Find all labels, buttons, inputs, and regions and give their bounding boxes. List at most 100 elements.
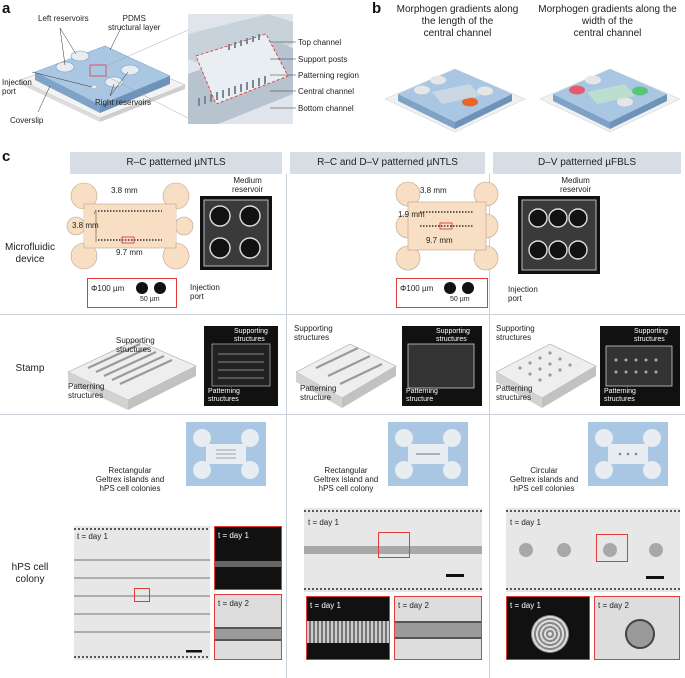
column-separator-1 (286, 174, 287, 678)
gradient-width-illustration (539, 68, 681, 133)
pillar-gap: 50 µm (140, 296, 160, 303)
pillar-gap-c2: 50 µm (450, 296, 470, 303)
column-separator-2 (489, 174, 490, 678)
pillar-diameter-c2: Φ100 µm (400, 284, 434, 293)
panel-b-length-title: Morphogen gradients along the length of … (396, 4, 519, 39)
zoom-leader-lines (270, 41, 296, 109)
label-coverslip: Coverslip (10, 116, 44, 125)
gradient-length-illustration (384, 68, 526, 133)
pillar-spec-box-rc (87, 278, 177, 308)
stamp-illustration-rc-dv (295, 343, 397, 408)
device-3d-illustration (19, 25, 189, 122)
stamp-photo-dv-block (605, 345, 673, 387)
panel-label-b: b (372, 0, 382, 17)
row-separator-1 (0, 314, 685, 315)
zoom-box-rc-dv (378, 532, 410, 558)
pillar-dots (136, 282, 166, 294)
colony-schematic-rc-dv-shape (395, 429, 461, 479)
stamp-photo-rc-dv: Supporting structures Patterning structu… (402, 326, 482, 406)
stamp-label-supporting-rc: Supporting structures (116, 336, 155, 354)
colony-schematic-rc-dv (388, 422, 468, 486)
row-label-device: Microfluidic device (4, 242, 55, 265)
label-bottom-channel: Bottom channel (298, 104, 354, 113)
stamp-label-supporting-dv: Supporting structures (496, 324, 535, 342)
zoom-dv-day2-colony (625, 619, 655, 649)
dim-3-8mm-c2: 3.8 mm (420, 186, 447, 195)
device-photo-rc (200, 196, 272, 270)
panel-label-c: c (2, 148, 11, 165)
zoom-rc-day1-time: t = day 1 (218, 531, 249, 540)
label-top-channel: Top channel (298, 38, 342, 47)
label-support-posts: Support posts (298, 55, 348, 64)
label-injection-port-rc: Injection port (190, 283, 220, 301)
device-photo-dv-reservoirs (521, 199, 597, 271)
stamp-photo-label-patterning-dv: Patterning structures (604, 388, 636, 403)
zoom-dv-day1-time: t = day 1 (510, 601, 541, 610)
channel-zoom-illustration (188, 14, 293, 124)
panel-label-a: a (2, 0, 11, 17)
zoom-rc-day2-stripe (215, 627, 281, 641)
stamp-label-patterning-rc-dv: Patterning structure (300, 384, 337, 402)
micrograph-rc-dv-stripe (304, 510, 482, 590)
micrograph-dv-colonies (506, 510, 680, 590)
row-label-colony: hPS cell colony (11, 562, 49, 585)
zoom-rc-day1: t = day 1 (214, 526, 282, 590)
zoom-rc-dv-day2: t = day 2 (394, 596, 482, 660)
zoom-box-rc (134, 588, 150, 602)
label-patterning-region: Patterning region (298, 71, 359, 80)
colony-desc-dv: Circular Geltrex islands and hPS cell co… (509, 466, 579, 493)
label-pdms-layer: PDMS structural layer (108, 14, 161, 32)
label-injection-port: Injection port (2, 78, 32, 96)
zoom-rc-dv-day2-time: t = day 2 (398, 601, 429, 610)
colony-desc-rc: Rectangular Geltrex islands and hPS cell… (95, 466, 165, 493)
zoom-dv-day2-time: t = day 2 (598, 601, 629, 610)
micrograph-dv-time: t = day 1 (510, 518, 541, 527)
micrograph-rc-stripes (74, 528, 210, 658)
stamp-photo-rc: Supporting structures Patterning structu… (204, 326, 278, 406)
colony-schematic-dv (588, 422, 668, 486)
zoom-dv-day2: t = day 2 (594, 596, 680, 660)
label-left-reservoirs: Left reservoirs (38, 14, 89, 23)
stamp-label-supporting-rc-dv: Supporting structures (294, 324, 333, 342)
zoom-rc-dv-day1-stripe (307, 621, 389, 643)
micrograph-rc-dv-time: t = day 1 (308, 518, 339, 527)
stamp-photo-rc-dv-block (407, 343, 475, 389)
row-label-stamp: Stamp (15, 363, 45, 374)
zoom-rc-day2: t = day 2 (214, 594, 282, 660)
row-separator-2 (0, 414, 685, 415)
column-header-dv: D–V patterned µFBLS (493, 152, 681, 174)
label-medium-reservoir-dv: Medium reservoir (560, 176, 592, 194)
panel-b-width-title: Morphogen gradients along the width of t… (538, 4, 677, 39)
dim-3-8mm-left: 3.8 mm (72, 221, 99, 230)
device-schematic-rc-dv (395, 181, 499, 271)
column-header-rc-dv: R–C and D–V patterned µNTLS (290, 152, 485, 174)
column-header-rc: R–C patterned µNTLS (70, 152, 282, 174)
zoom-box-dv (596, 534, 628, 562)
label-medium-reservoir-rc: Medium reservoir (232, 176, 264, 194)
stamp-label-patterning-dv: Patterning structures (496, 384, 533, 402)
pillar-diameter: Φ100 µm (91, 284, 125, 293)
pillar-spec-box-rc-dv (396, 278, 488, 308)
micrograph-rc-day1: t = day 1 (74, 526, 210, 660)
zoom-rc-dv-day1-time: t = day 1 (310, 601, 341, 610)
device-photo-reservoirs (203, 199, 269, 267)
colony-schematic-dv-shape (595, 429, 661, 479)
zoom-rc-dv-day2-stripe (395, 621, 481, 639)
label-central-channel: Central channel (298, 87, 355, 96)
micrograph-rc-dv-day1: t = day 1 (304, 508, 482, 592)
zoom-rc-day1-stripe (215, 561, 281, 567)
pillar-dots-c2 (444, 282, 474, 294)
dim-9-7mm-c2: 9.7 mm (426, 236, 453, 245)
stamp-photo-dv: Supporting structures Patterning structu… (600, 326, 680, 406)
zoom-dv-day1-colony (531, 615, 569, 653)
stamp-photo-label-supporting-rc-dv: Supporting structures (436, 328, 470, 343)
dim-1-9mm: 1.9 mm (398, 210, 425, 219)
colony-schematic-rc (186, 422, 266, 486)
zoom-rc-day2-time: t = day 2 (218, 599, 249, 608)
label-injection-port-dv: Injection port (508, 285, 538, 303)
micrograph-rc-time: t = day 1 (77, 532, 108, 541)
device-photo-dv (518, 196, 600, 274)
dim-3-8mm-top: 3.8 mm (111, 186, 138, 195)
label-right-reservoirs: Right reservoirs (95, 98, 152, 107)
stamp-illustration-rc (67, 339, 197, 410)
